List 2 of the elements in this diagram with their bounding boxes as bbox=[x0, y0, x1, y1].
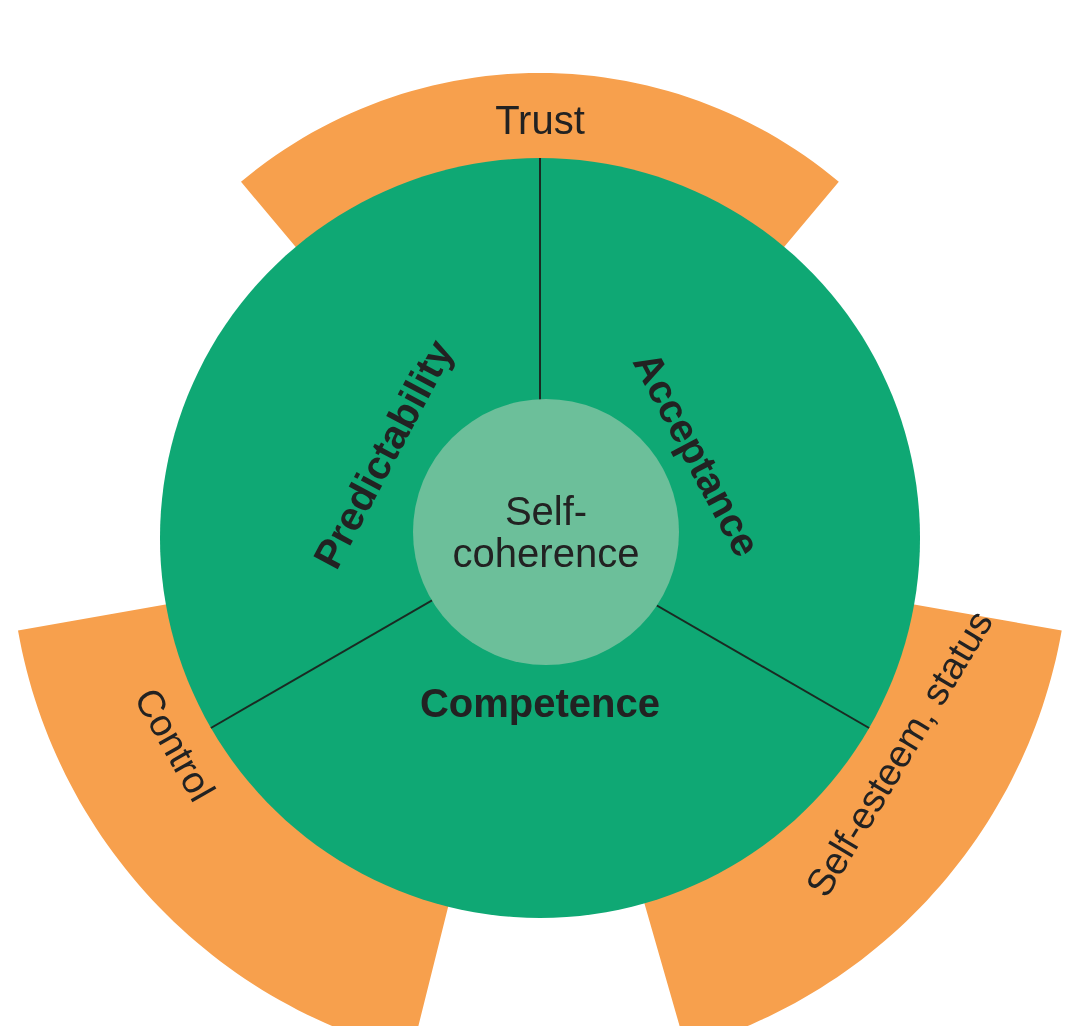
sector-label: Competence bbox=[419, 682, 660, 724]
band-label: Trust bbox=[495, 99, 585, 141]
